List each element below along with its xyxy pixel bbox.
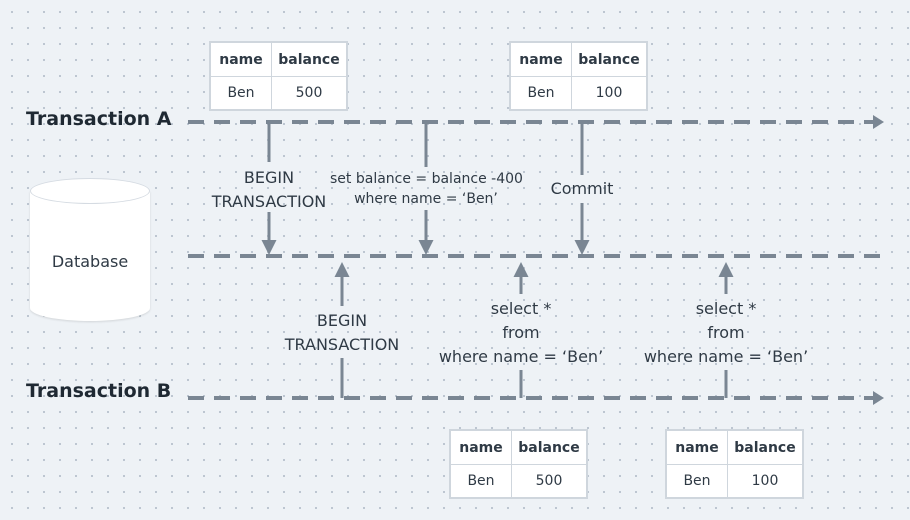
table-header-name: name [449,429,512,465]
table-header-balance: balance [571,41,648,77]
table-row: Ben 500 [209,76,348,111]
step-b-begin-label: BEGIN TRANSACTION [277,309,407,357]
transaction-b-title: Transaction B [26,380,172,402]
table-cell-name: Ben [449,464,512,499]
step-b-select-1-line-2: from [502,323,540,342]
step-b-select-2-line-3: where name = ‘Ben’ [643,347,809,366]
transaction-a-title: Transaction A [26,108,172,130]
table-cell-name: Ben [665,464,728,499]
step-a-update-label: set balance = balance -400 where name = … [330,169,523,209]
step-a-begin-line-1: BEGIN [243,168,295,187]
table-header-row: name balance [665,429,804,465]
step-a-update-line-1: set balance = balance -400 [330,171,523,187]
step-b-begin-line-2: TRANSACTION [284,335,400,354]
table-cell-name: Ben [509,76,572,111]
table-header-name: name [509,41,572,77]
step-b-select-2-line-2: from [707,323,745,342]
step-b-select-2-line-1: select * [695,299,757,318]
table-row: Ben 100 [509,76,648,111]
timeline-a-arrowhead [873,115,884,129]
table-a-after: name balance Ben 100 [509,41,648,111]
step-a-begin-label: BEGIN TRANSACTION [204,166,334,214]
table-cell-balance: 500 [271,76,348,111]
step-b-select-1-label: select * from where name = ‘Ben’ [431,297,611,369]
database-label: Database [51,252,129,271]
table-cell-balance: 100 [571,76,648,111]
step-a-commit-label: Commit [550,179,614,198]
step-a-begin-line-2: TRANSACTION [211,192,327,211]
table-header-balance: balance [271,41,348,77]
table-header-name: name [665,429,728,465]
table-b-first: name balance Ben 500 [449,429,588,499]
step-a-update-line-2: where name = ‘Ben’ [354,191,498,207]
table-header-row: name balance [449,429,588,465]
table-row: Ben 500 [449,464,588,499]
database-body [30,191,150,321]
database-cylinder: Database [30,178,150,334]
table-header-balance: balance [727,429,804,465]
table-header-row: name balance [209,41,348,77]
step-b-select-2-label: select * from where name = ‘Ben’ [636,297,816,369]
step-b-select-1-line-3: where name = ‘Ben’ [438,347,604,366]
timeline-b-arrowhead [873,391,884,405]
database-top [30,178,150,204]
table-b-second: name balance Ben 100 [665,429,804,499]
step-b-begin-line-1: BEGIN [316,311,368,330]
table-cell-balance: 100 [727,464,804,499]
step-b-select-1-line-1: select * [490,299,552,318]
table-row: Ben 100 [665,464,804,499]
table-header-balance: balance [511,429,588,465]
table-header-row: name balance [509,41,648,77]
table-cell-balance: 500 [511,464,588,499]
table-header-name: name [209,41,272,77]
table-a-before: name balance Ben 500 [209,41,348,111]
table-cell-name: Ben [209,76,272,111]
